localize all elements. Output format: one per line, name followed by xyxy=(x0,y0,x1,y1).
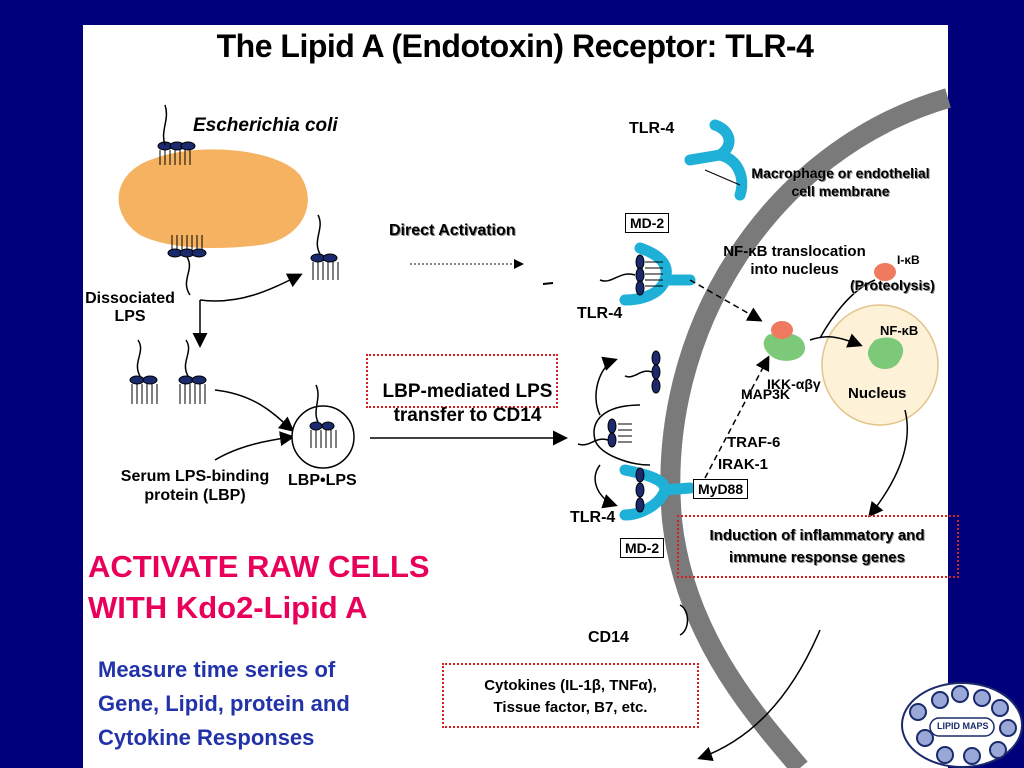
cytokines-label: Cytokines (IL-1β, TNFα), Tissue factor, … xyxy=(484,677,657,716)
myd88-label: MyD88 xyxy=(693,479,749,499)
induction-box xyxy=(677,515,959,578)
tlr4-bottom-receptor xyxy=(619,464,696,521)
ikb-label: I-κB xyxy=(897,253,920,267)
serum-lbp-label: Serum LPS-binding protein (LBP) xyxy=(120,468,270,504)
ikk-label: IKK-αβγ xyxy=(767,376,821,392)
nfkb-translocation-label: NF-κB translocation into nucleus xyxy=(723,243,866,278)
tlr4-top-label: TLR-4 xyxy=(629,120,675,137)
md2-top-label: MD-2 xyxy=(625,213,670,233)
cd14-label: CD14 xyxy=(588,629,629,646)
direct-activation-label: Direct Activation xyxy=(389,222,516,239)
nucleus-label: Nucleus xyxy=(848,385,907,402)
ecoli-lps-bottom xyxy=(167,248,207,258)
tlr4-mid-label: TLR-4 xyxy=(577,305,623,322)
ecoli-lps-top xyxy=(157,141,196,151)
proteolysis-label: (Proteolysis) xyxy=(850,277,935,293)
tlr4-mid-receptor xyxy=(619,242,696,306)
nfkb-label: NF-κB xyxy=(880,323,919,338)
lipid-maps-logo xyxy=(901,682,1023,768)
lipid-maps-logo-text: LIPID MAPS xyxy=(937,721,989,731)
activate-heading: ACTIVATE RAW CELLS WITH Kdo2-Lipid A xyxy=(88,549,430,625)
lbp-transfer-label: LBP-mediated LPS transfer to CD14 xyxy=(382,381,553,426)
dissociated-lps-label: Dissociated LPS xyxy=(85,290,175,325)
md2-bottom-label: MD-2 xyxy=(620,538,665,558)
macrophage-label: Macrophage or endothelial cell membrane xyxy=(751,165,930,199)
map3k-label: MAP3K xyxy=(741,386,791,402)
cytokines-box xyxy=(442,663,699,728)
lbp-lps-complex xyxy=(291,405,355,469)
ecoli-label: Escherichia coli xyxy=(193,115,338,136)
tlr4-top-receptor xyxy=(684,119,748,201)
induction-label: Induction of inflammatory and immune res… xyxy=(709,527,925,566)
irak1-label: IRAK-1 xyxy=(718,456,769,473)
lbp-transfer-box xyxy=(366,354,558,408)
cell-membrane xyxy=(660,88,951,768)
lbp-lps-label: LBP•LPS xyxy=(288,472,357,489)
nfkb-shape xyxy=(867,337,904,369)
tlr4-bottom-label: TLR-4 xyxy=(570,509,616,526)
ecoli-cell xyxy=(118,149,308,248)
traf6-label: TRAF-6 xyxy=(727,434,781,451)
slide-panel xyxy=(83,25,948,768)
slide-title: The Lipid A (Endotoxin) Receptor: TLR-4 xyxy=(216,28,814,64)
measure-text: Measure time series of Gene, Lipid, prot… xyxy=(98,657,350,750)
